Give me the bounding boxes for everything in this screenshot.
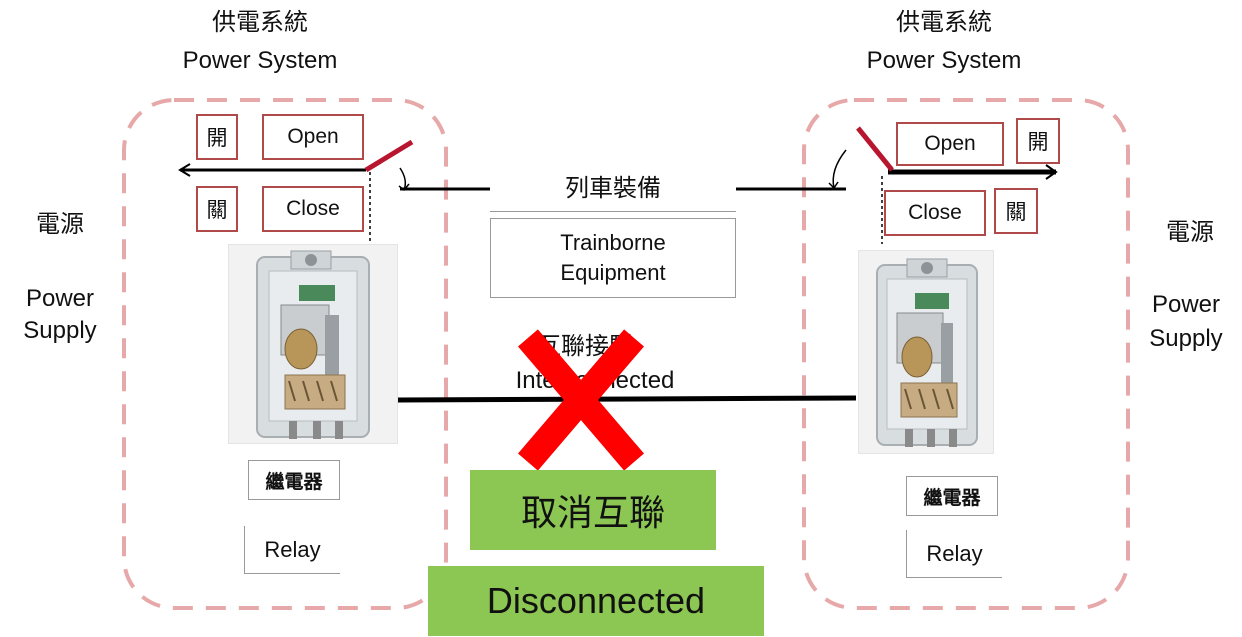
interconnection-line	[397, 395, 857, 403]
right-title-en: Power System	[866, 47, 1022, 74]
left-power-system-region	[122, 98, 448, 610]
right-relay-zh-box: 繼電器	[906, 476, 998, 516]
left-open-zh-box: 開	[196, 114, 238, 160]
trainborne-en-line-1: Trainborne	[560, 230, 666, 255]
left-title-zh: 供電系統	[212, 9, 308, 36]
left-supply-en-1: Power	[25, 285, 95, 312]
right-arrow-head	[1045, 164, 1058, 180]
right-relay-illustration	[876, 258, 978, 447]
left-relay-en-box: Relay	[244, 526, 340, 574]
trainborne-en-box: Trainborne Equipment	[490, 218, 736, 298]
right-close-zh-box: 關	[994, 188, 1038, 234]
right-open-en-box: Open	[896, 122, 1004, 166]
cancel-en-label: Disconnected	[428, 566, 764, 636]
left-title-en: Power System	[182, 47, 338, 74]
left-close-zh-box: 關	[196, 186, 238, 232]
interconnected-en: Interconnected	[515, 367, 675, 394]
right-supply-zh: 電源	[1166, 219, 1214, 246]
left-switch-blade	[364, 139, 414, 173]
interconnected-zh: 互聯接駁	[537, 333, 633, 360]
cancel-zh-label: 取消互聯	[470, 470, 716, 550]
left-arrow-head	[178, 163, 191, 177]
right-relay-photo	[858, 250, 994, 454]
right-open-zh-box: 開	[1016, 118, 1060, 164]
right-power-system-region	[802, 98, 1130, 610]
left-supply-en-2: Supply	[23, 317, 97, 344]
left-relay-photo	[228, 244, 398, 444]
left-supply-zh: 電源	[36, 211, 84, 238]
right-switch-arc	[832, 149, 847, 189]
right-title-zh: 供電系統	[896, 9, 992, 36]
right-switch-blade	[856, 126, 894, 172]
trainborne-zh-box: 列車裝備	[490, 160, 736, 212]
right-supply-en-1: Power	[1151, 291, 1221, 318]
left-open-en-box: Open	[262, 114, 364, 160]
right-relay-en-box: Relay	[906, 530, 1002, 578]
left-relay-illustration	[256, 250, 370, 439]
left-close-en-box: Close	[262, 186, 364, 232]
trainborne-en-line-2: Equipment	[560, 260, 666, 285]
right-close-en-box: Close	[884, 190, 986, 236]
right-supply-en-2: Supply	[1149, 325, 1223, 352]
left-relay-zh-box: 繼電器	[248, 460, 340, 500]
